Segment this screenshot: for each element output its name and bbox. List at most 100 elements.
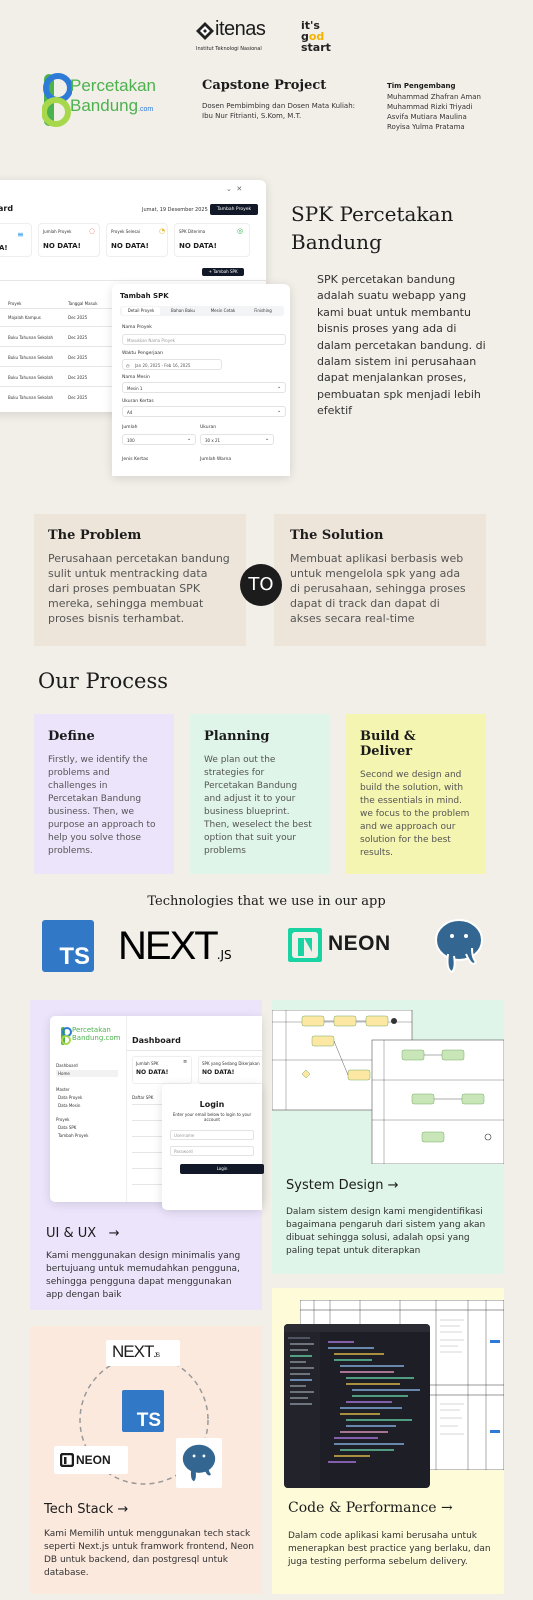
password-input[interactable]: Password [170, 1146, 254, 1156]
calendar-icon: ◷ [126, 363, 130, 368]
stack-text: Kami Memilih untuk menggunakan tech stac… [44, 1529, 255, 1578]
itenas-logo: itenas Institut Teknologi Nasional [196, 18, 292, 56]
mock-menu-item[interactable]: Data Proyek [58, 1095, 83, 1100]
process-card-title: Define [48, 729, 95, 744]
login-button[interactable]: Login [180, 1164, 264, 1174]
mock-menu-item[interactable]: Data SPK [58, 1125, 77, 1130]
process-card-planning: Planning We plan out the strategies for … [190, 714, 330, 874]
goodstart-line3: start [301, 41, 331, 54]
clock-icon: ◔ [159, 227, 166, 235]
arrow-right-icon: → [387, 1178, 399, 1193]
tab-detail-proyek[interactable]: Detail Proyek [122, 307, 160, 315]
tab-bahan-baku[interactable]: Bahan Baku [171, 308, 195, 313]
process-card-define: Define Firstly, we identify the problems… [34, 714, 174, 874]
mock-stat-card: SPK yang Sedang Dikerjakan NO DATA! [198, 1056, 262, 1084]
field-label: Ukuran [200, 425, 217, 430]
hero-description: SPK percetakan bandung adalah suatu weba… [317, 273, 486, 418]
window-controls: ⌄ ✕ [226, 185, 242, 193]
check-circle-icon: ◎ [237, 227, 244, 235]
team-title: Tim Pengembang [387, 82, 456, 90]
mock-menu-item[interactable]: Home [56, 1070, 118, 1077]
alert-circle-icon: ◌ [89, 227, 96, 235]
goodstart-logo: it's god start [301, 20, 331, 53]
process-card-text: Second we design and build the solution,… [360, 770, 470, 858]
paper-size-select[interactable]: A4 ⌄ [122, 406, 286, 417]
table-row[interactable]: Buku Tahunan Sekolah Dec 2025 [8, 395, 88, 400]
mock-menu-item[interactable]: Data Mesin [58, 1103, 81, 1108]
neon-logo: NEON [288, 926, 408, 966]
table-row[interactable]: Buku Tahunan Sekolah Dec 2025 [8, 355, 88, 360]
problem-panel: The Problem Perusahaan percetakan bandun… [34, 514, 246, 646]
add-spk-form: Tambah SPK Detail Proyek Bahan Baku Mesi… [112, 284, 290, 476]
goodstart-line1: it's [301, 19, 320, 32]
user-hint: Jumat, 19 Desember 2025 [142, 207, 208, 213]
dimension-input[interactable]: 30 x 21 ⌄ [200, 434, 274, 445]
username-input[interactable]: Username [170, 1130, 254, 1140]
postgresql-badge [176, 1438, 222, 1488]
arrow-right-icon: → [108, 1226, 120, 1241]
hero-title: SPK Percetakan Bandung [291, 202, 454, 254]
add-project-button[interactable]: Tambah Proyek [210, 204, 258, 215]
team-member: Royisa Yulma Pratama [387, 123, 465, 131]
table-row[interactable]: Majalah Kampus Dec 2025 [8, 315, 88, 320]
team-member: Muhammad Zhafran Aman [387, 93, 481, 101]
postgresql-elephant-icon [182, 1444, 216, 1482]
stat-card: Proyek Selesai ◔ NO DATA! [106, 223, 168, 257]
quantity-input[interactable]: 100 ⌄ [122, 434, 196, 445]
list-icon: ≡ [183, 1059, 188, 1065]
list-icon: ≡ [17, 230, 24, 239]
table-row[interactable]: Buku Tahunan Sekolah Dec 2025 [8, 335, 88, 340]
mock-menu-heading: Proyek [56, 1117, 70, 1122]
stat-card: SPK Diterima ◎ NO DATA! [174, 223, 250, 257]
uiux-login-mock: Login Enter your email below to login to… [162, 1084, 264, 1210]
chevron-down-icon[interactable]: ⌄ [226, 185, 232, 193]
neon-badge: NEON [54, 1446, 128, 1474]
nextjs-badge: NEXT.JS [106, 1340, 180, 1366]
date-range-picker[interactable]: ◷ Jan 20, 2025 - Feb 16, 2025 [122, 359, 222, 370]
machine-select[interactable]: Mesin 1 ⌄ [122, 382, 286, 393]
mock-menu-heading: Dashboard [56, 1063, 78, 1068]
field-label: Nama Proyek [122, 325, 152, 330]
team-member: Muhammad Rizki Triyadi [387, 103, 473, 111]
close-icon[interactable]: ✕ [236, 185, 243, 193]
advisor-name: Ibu Nur Fitrianti, S.Kom, M.T. [202, 112, 302, 120]
pb-line2: Bandung.com [70, 96, 154, 115]
itenas-wordmark: itenas [215, 18, 266, 40]
code-lines [288, 1337, 420, 1463]
mock-stat-card: Jumlah SPK ≡ NO DATA! [132, 1056, 192, 1084]
problem-title: The Problem [48, 528, 142, 543]
login-subtitle: Enter your email below to login to your … [172, 1112, 252, 1122]
team-info: Tim Pengembang Muhammad Zhafran Aman Muh… [387, 82, 527, 132]
tab-mesin-cetak[interactable]: Mesin Cetak [210, 308, 236, 313]
login-title: Login [199, 1100, 225, 1109]
solution-title: The Solution [290, 528, 384, 543]
stat-card: ≡ A! [0, 223, 32, 257]
nextjs-logo: NEXT.JS [118, 924, 232, 968]
project-info: Capstone Project Dosen Pembimbing dan Do… [202, 78, 372, 121]
advisor-label: Dosen Pembimbing dan Dosen Mata Kuliah: [202, 102, 356, 110]
stat-card: Jumlah Proyek ◌ NO DATA! [38, 223, 100, 257]
process-card-title: Planning [204, 729, 270, 744]
problem-text: Perusahaan percetakan bandung sulit untu… [48, 552, 230, 625]
mock-table-title: Daftar SPK [132, 1095, 154, 1100]
itenas-subtitle: Institut Teknologi Nasional [196, 46, 262, 52]
pb-line1: Percetakan [70, 76, 156, 95]
chevron-down-icon: ⌄ [277, 408, 282, 414]
postgresql-elephant-icon [435, 919, 483, 974]
mock-menu-item[interactable]: Tambah Proyek [58, 1133, 89, 1138]
neon-mark-icon [288, 928, 322, 962]
tab-finishing[interactable]: Finishing [254, 308, 272, 313]
process-card-text: We plan out the strategies for Percetaka… [204, 755, 312, 856]
chevron-down-icon: ⌄ [277, 384, 282, 390]
dashboard-heading: ard [0, 204, 14, 213]
project-name-input[interactable]: Masukkan Nama Proyek [122, 334, 286, 345]
neon-mark-icon [60, 1453, 74, 1467]
uiux-title: UI & UX → [46, 1226, 120, 1241]
field-label: Jenis Kertas [122, 457, 149, 462]
pb-logo-icon [42, 73, 72, 127]
add-spk-button[interactable]: + Tambah SPK [202, 268, 244, 276]
form-tabs: Detail Proyek Bahan Baku Mesin Cetak Fin… [120, 306, 284, 316]
process-card-text: Firstly, we identify the problems and ch… [48, 755, 156, 856]
table-row[interactable]: Buku Tahunan Sekolah Dec 2025 [8, 375, 88, 380]
system-text: Dalam sistem design kami mengidentifikas… [286, 1207, 486, 1256]
